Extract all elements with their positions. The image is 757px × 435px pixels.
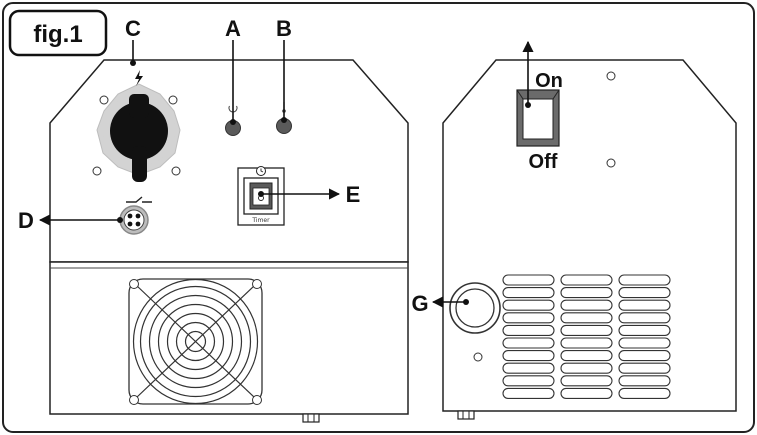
vent-slot	[618, 274, 671, 286]
vent-slot	[618, 337, 671, 349]
vent-slot	[560, 287, 613, 299]
vent-slot	[502, 362, 555, 374]
vent-slot	[502, 312, 555, 324]
callout-label-a: A	[225, 16, 241, 41]
screw-hole	[606, 71, 616, 81]
vent-slot	[560, 337, 613, 349]
fan-guard	[128, 278, 263, 405]
vent-slot	[560, 362, 613, 374]
front-foot	[302, 413, 320, 423]
callout-label-d: D	[18, 208, 34, 233]
vent-slot	[618, 387, 671, 399]
switch-on-label: On	[535, 70, 563, 92]
figure-title: fig.1	[33, 21, 82, 48]
callout-label-c: C	[125, 16, 141, 41]
lightning-icon	[135, 70, 143, 86]
callout-label-b: B	[276, 16, 292, 41]
screw-hole	[473, 352, 483, 362]
vent-grille	[502, 274, 671, 399]
callout-label-g: G	[411, 291, 428, 316]
vent-slot	[618, 299, 671, 311]
vent-slot	[560, 324, 613, 336]
vent-slot	[560, 312, 613, 324]
vent-slot	[560, 299, 613, 311]
back-foot	[457, 410, 475, 420]
vent-slot	[618, 362, 671, 374]
vent-slot	[560, 387, 613, 399]
timer-label: Timer	[251, 217, 270, 224]
vent-slot	[560, 350, 613, 362]
vent-slot	[502, 274, 555, 286]
cable-gland	[449, 282, 501, 334]
vent-slot	[502, 350, 555, 362]
vent-slot	[618, 312, 671, 324]
switch-symbol-icon	[126, 196, 152, 203]
vent-slot	[502, 375, 555, 387]
callouts: C A B D E G On Off	[18, 16, 563, 316]
vent-slot	[618, 287, 671, 299]
vent-slot	[502, 387, 555, 399]
vent-slot	[618, 350, 671, 362]
power-socket	[92, 70, 181, 182]
vent-slot	[560, 274, 613, 286]
indicator-light-b	[276, 102, 292, 134]
vent-slot	[502, 299, 555, 311]
front-view: Timer	[49, 59, 409, 423]
back-view	[442, 59, 737, 420]
vent-slot	[618, 375, 671, 387]
rocker-switch	[516, 89, 560, 147]
vent-slot	[502, 287, 555, 299]
vent-slot	[502, 337, 555, 349]
vent-slot	[502, 324, 555, 336]
vent-slot	[560, 375, 613, 387]
callout-label-e: E	[346, 182, 361, 207]
vent-slot	[618, 324, 671, 336]
screw-hole	[606, 158, 616, 168]
figure-badge: fig.1	[8, 9, 108, 57]
switch-off-label: Off	[529, 151, 558, 173]
front-control-panel	[49, 59, 409, 263]
